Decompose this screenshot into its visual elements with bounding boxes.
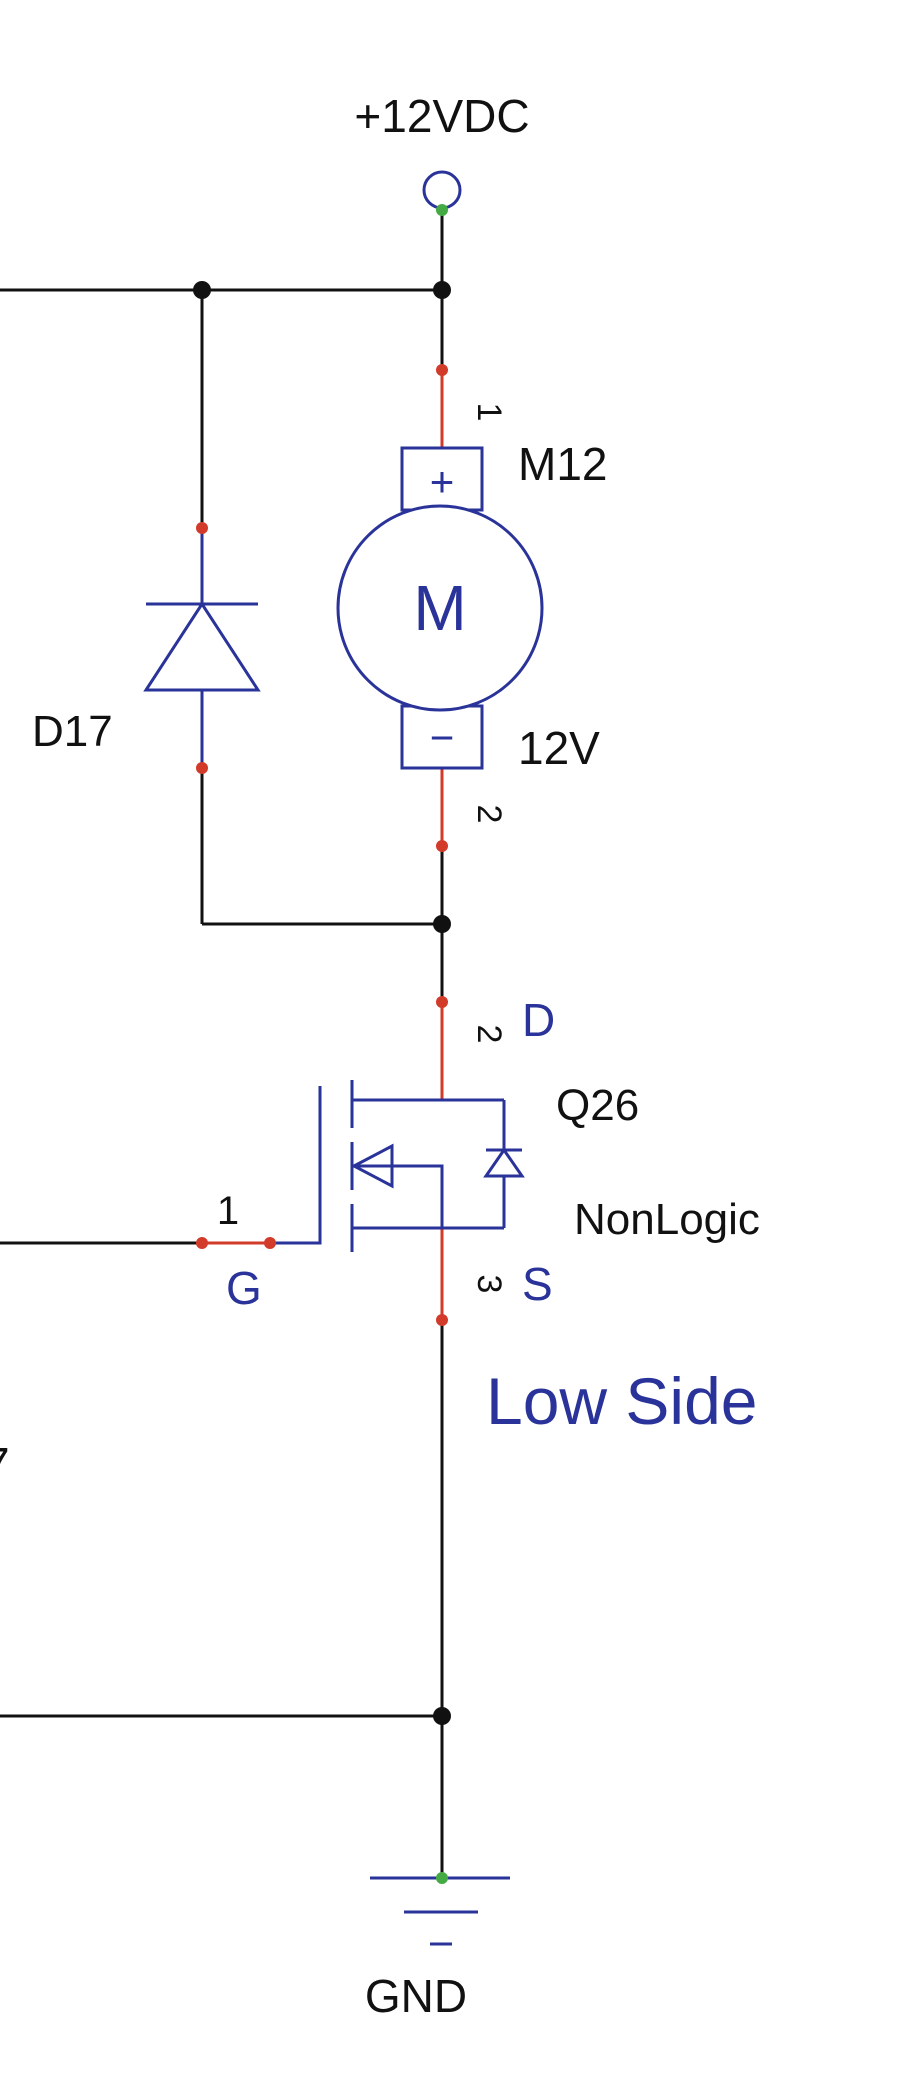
body-arrow xyxy=(350,1143,394,1189)
pin-dots xyxy=(196,364,448,1326)
gate-lead xyxy=(270,1086,322,1245)
motor-ref-label: M12 xyxy=(518,438,607,490)
mosfet-model-label: NonLogic xyxy=(574,1195,760,1244)
diode-d17 xyxy=(143,528,261,768)
mosfet-source-pin-number: 3 xyxy=(470,1275,508,1294)
body-diode-triangle xyxy=(483,1147,525,1178)
source-body-link xyxy=(352,1164,444,1228)
pin-dot xyxy=(196,1237,208,1249)
ground-symbol xyxy=(370,1876,510,1946)
motor-symbol-letter: M xyxy=(413,572,466,644)
motor-minus-terminal xyxy=(400,704,484,770)
mosfet-gate-pin-number: 1 xyxy=(217,1189,239,1233)
pin-dot xyxy=(196,522,208,534)
supply-label: +12VDC xyxy=(354,90,529,142)
junctions xyxy=(193,281,451,1725)
junction-top-right xyxy=(433,281,451,299)
supply-terminal xyxy=(422,170,462,210)
junction-top-left xyxy=(193,281,211,299)
pin-dot xyxy=(436,996,448,1008)
pin-dot xyxy=(436,840,448,852)
motor-body xyxy=(336,504,544,712)
diode-ref-label: D17 xyxy=(32,707,113,756)
ground-terminal-dot xyxy=(436,1872,448,1884)
pin-dot xyxy=(436,364,448,376)
pin-dot xyxy=(196,762,208,774)
mosfet-source-label: S xyxy=(522,1258,553,1310)
mosfet-q26 xyxy=(270,1080,525,1252)
pin-dot xyxy=(436,1314,448,1326)
motor-m12 xyxy=(336,446,544,770)
mosfet-drain-label: D xyxy=(522,994,555,1046)
low-side-note: Low Side xyxy=(486,1364,758,1438)
diode-triangle xyxy=(143,601,261,692)
motor-pin1-number: 1 xyxy=(470,403,508,422)
motor-value-label: 12V xyxy=(518,722,600,774)
wires xyxy=(0,210,444,1878)
ground-label: GND xyxy=(365,1970,467,2022)
mosfet-drain-pin-number: 2 xyxy=(470,1025,508,1044)
junction-ground xyxy=(433,1707,451,1725)
pin-dot xyxy=(264,1237,276,1249)
partial-label: 7 xyxy=(0,1438,10,1490)
mosfet-gate-label: G xyxy=(226,1262,262,1314)
junction-mid xyxy=(433,915,451,933)
supply-terminal-dot xyxy=(436,204,448,216)
motor-plus-mark: + xyxy=(430,458,455,505)
mosfet-ref-label: Q26 xyxy=(556,1081,639,1130)
motor-minus-mark: − xyxy=(430,714,455,761)
motor-pin2-number: 2 xyxy=(470,805,508,824)
terminal-dots xyxy=(436,204,448,1884)
